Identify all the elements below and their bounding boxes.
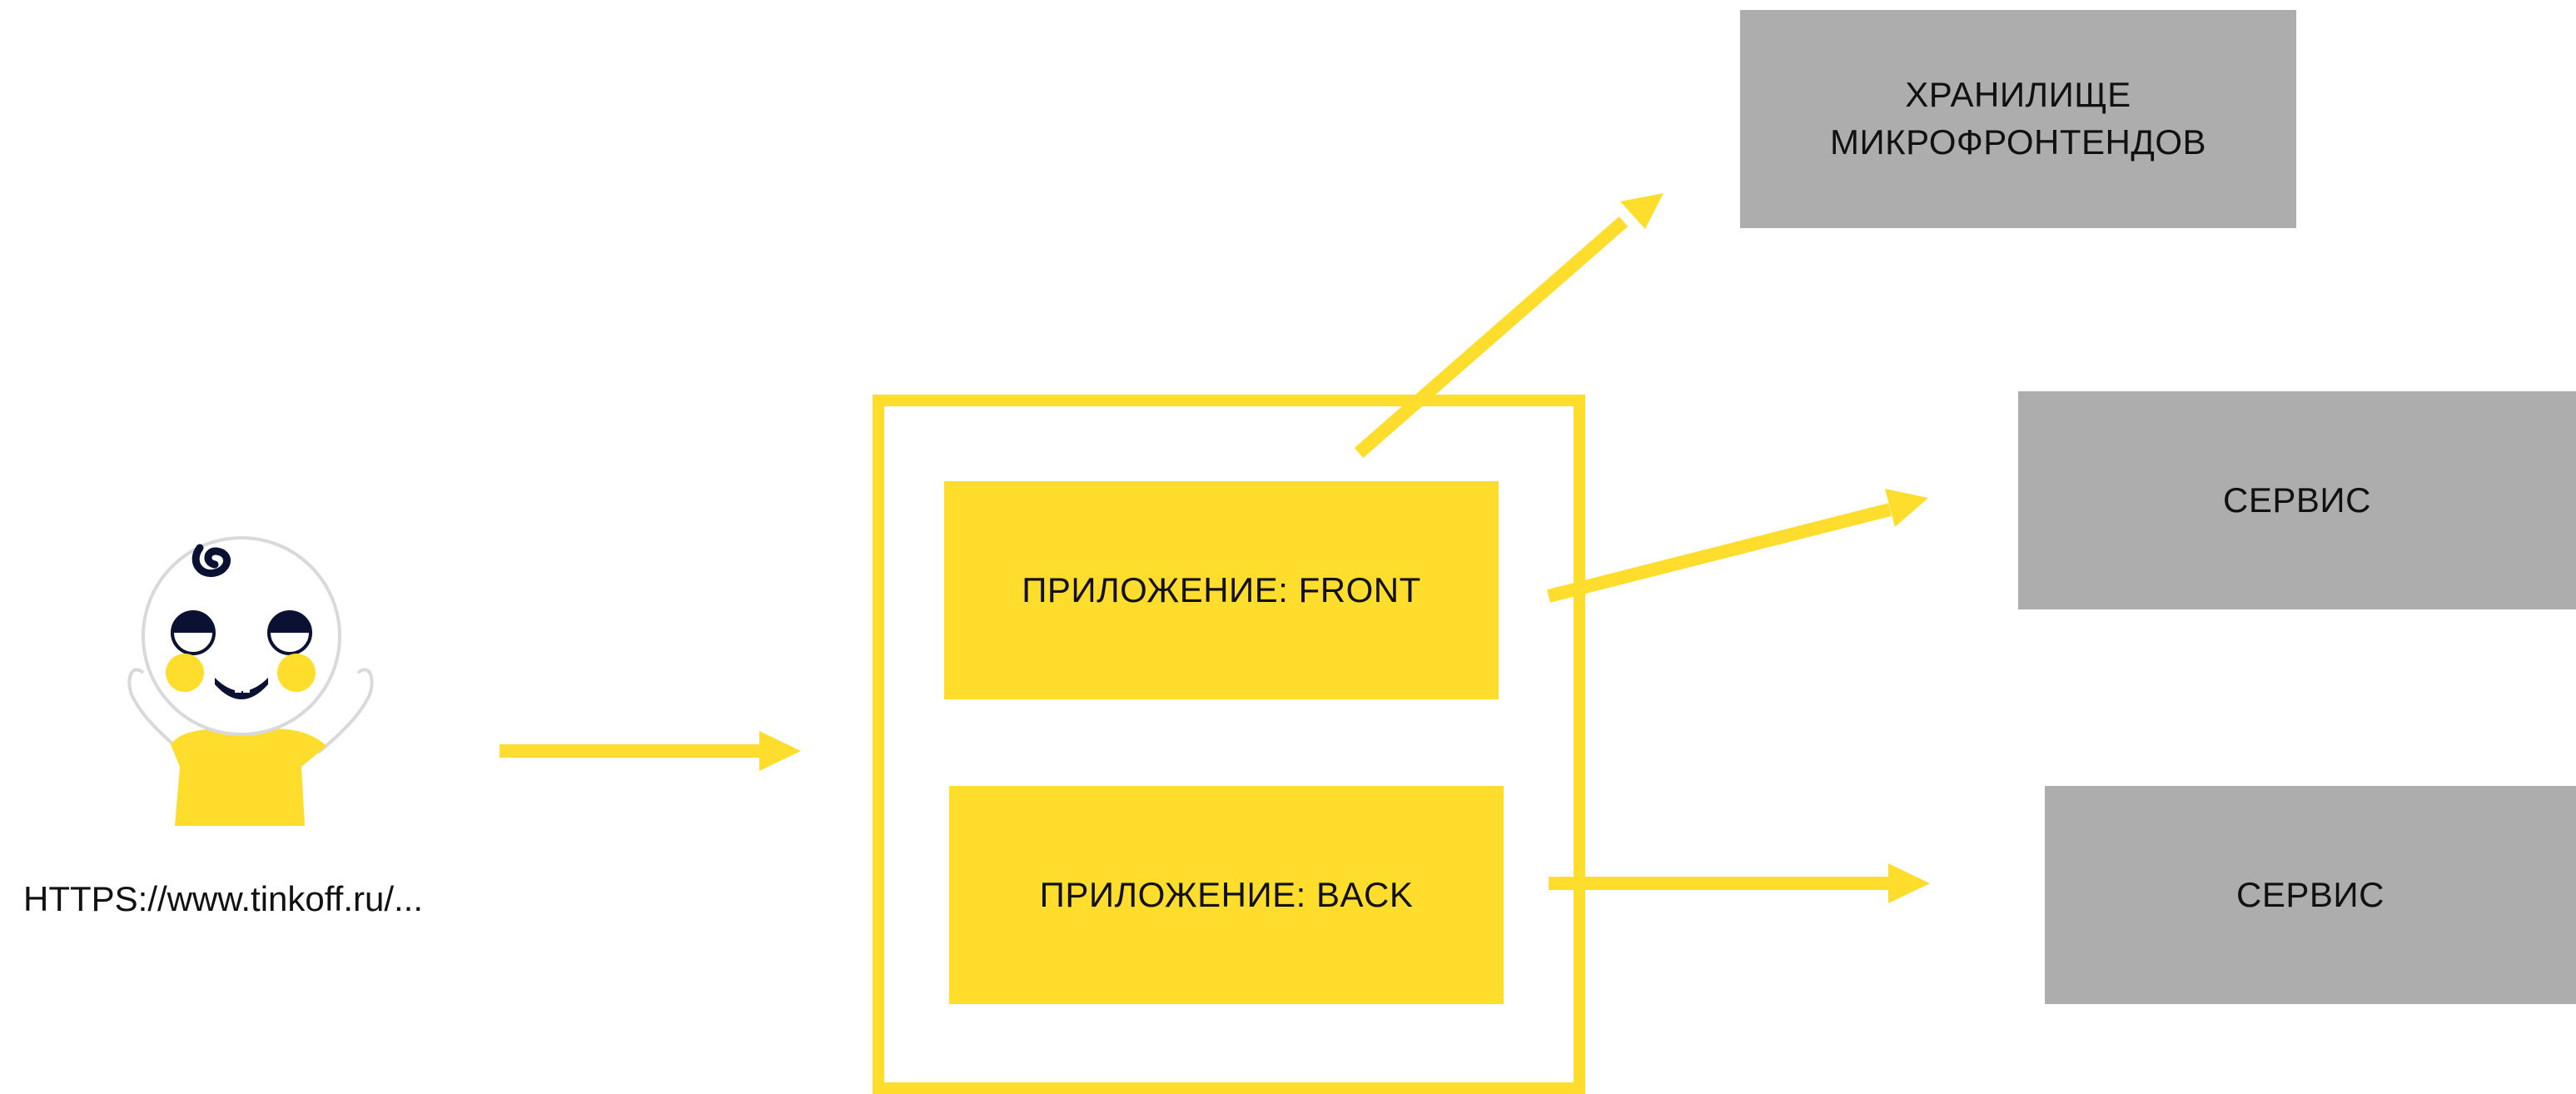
app-back-box: ПРИЛОЖЕНИЕ: BACK (949, 786, 1504, 1004)
microfrontend-storage-box: ХРАНИЛИЩЕ МИКРОФРОНТЕНДОВ (1740, 10, 2296, 228)
arrow-front-to-service-1 (1547, 489, 1928, 603)
app-front-box: ПРИЛОЖЕНИЕ: FRONT (944, 481, 1499, 699)
user-avatar-icon (127, 536, 374, 826)
storage-label-line-1: ХРАНИЛИЩЕ (1905, 75, 2131, 115)
storage-label-line-2: МИКРОФРОНТЕНДОВ (1829, 122, 2207, 162)
service-label: СЕРВИС (2236, 874, 2385, 914)
arrow-back-to-service-2 (1549, 863, 1930, 903)
user-url-label: HTTPS://www.tinkoff.ru/... (23, 879, 424, 918)
arrow-user-to-app (500, 731, 801, 771)
service-label: СЕРВИС (2223, 480, 2371, 520)
service-box-1: СЕРВИС (2018, 391, 2576, 609)
application-container (873, 395, 1585, 1094)
service-box-2: СЕРВИС (2045, 786, 2576, 1004)
app-back-label: ПРИЛОЖЕНИЕ: BACK (1039, 874, 1414, 914)
arrow-front-to-storage (1354, 193, 1663, 459)
app-front-label: ПРИЛОЖЕНИЕ: FRONT (1022, 569, 1421, 609)
